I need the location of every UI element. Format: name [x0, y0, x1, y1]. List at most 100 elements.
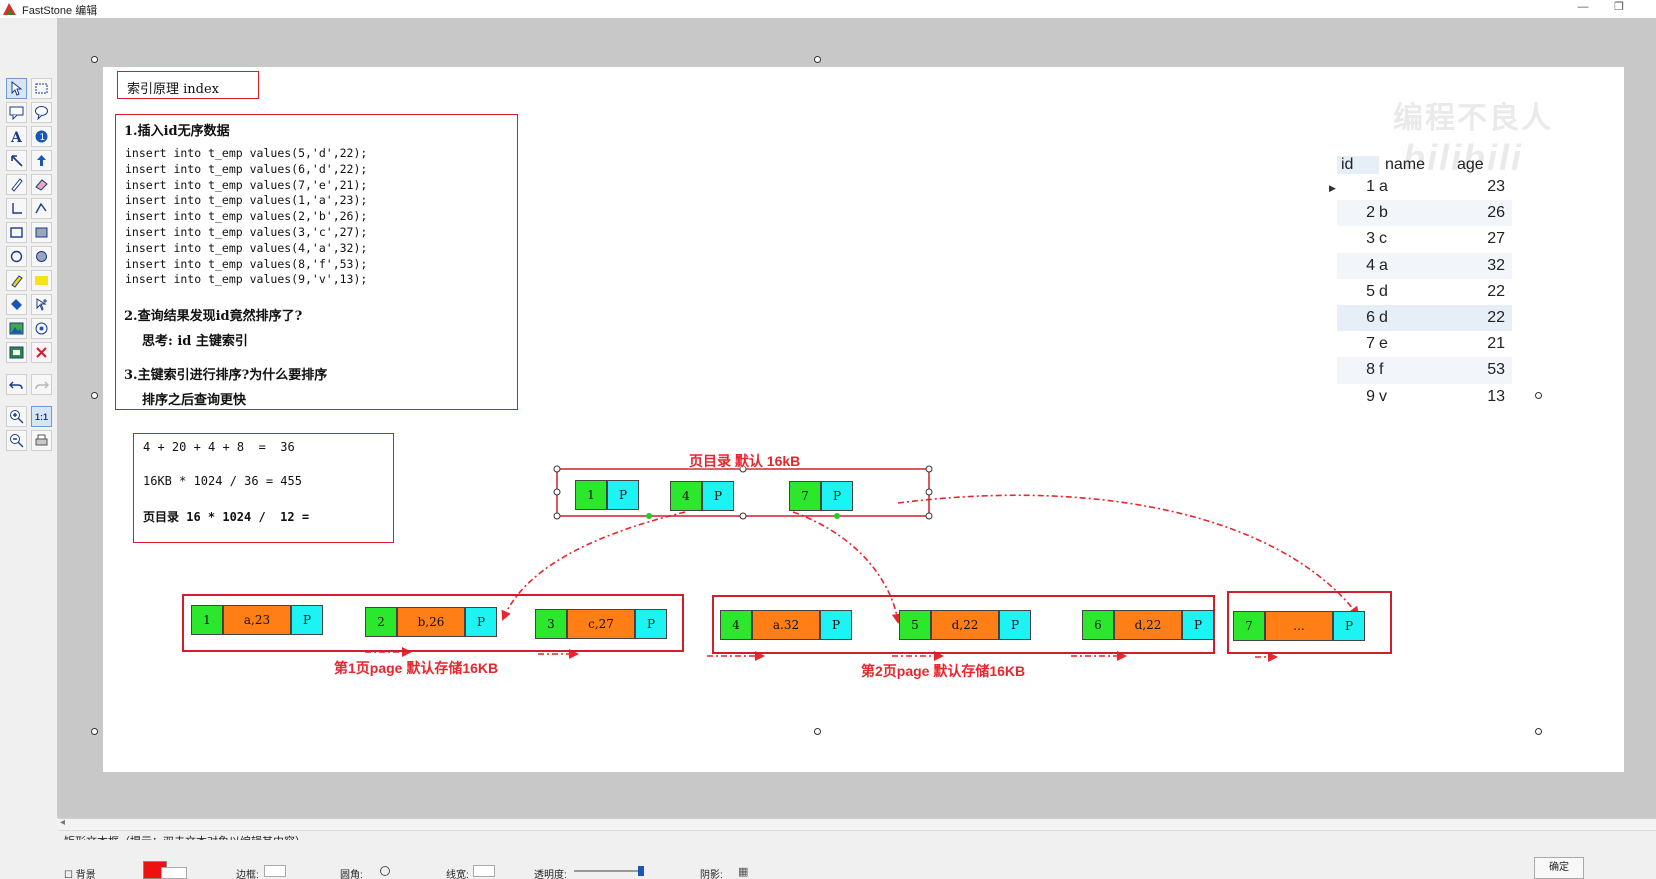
directory-entry[interactable]: 1 P: [575, 480, 639, 510]
record-node[interactable]: 3 c,27 P: [535, 609, 667, 639]
zoom-in-button[interactable]: [6, 406, 27, 427]
resize-handle[interactable]: [91, 392, 98, 399]
resize-handle[interactable]: [91, 56, 98, 63]
eraser-tool-button[interactable]: [31, 174, 52, 195]
fill-tool-button[interactable]: [6, 294, 27, 315]
opacity-slider-thumb[interactable]: [638, 866, 644, 876]
app-icon: [3, 3, 16, 15]
text-tool-button[interactable]: A: [6, 126, 27, 147]
arrow-up-tool-button[interactable]: [31, 150, 52, 171]
column-header-age[interactable]: age: [1457, 156, 1484, 173]
record-id: 4: [720, 610, 752, 640]
zoom-out-button[interactable]: [6, 430, 27, 451]
restore-button[interactable]: ❐: [1614, 1, 1624, 13]
table-row[interactable]: 7 e 21: [1337, 331, 1512, 357]
horizontal-scrollbar[interactable]: ◂: [58, 817, 1656, 831]
table-row[interactable]: 5 d 22: [1337, 279, 1512, 305]
cell-id: 9: [1366, 387, 1375, 405]
border-label: 边框:: [236, 870, 259, 879]
filled-rectangle-tool-button[interactable]: [31, 222, 52, 243]
record-pointer: P: [1333, 611, 1365, 641]
record-data: a.32: [752, 610, 820, 640]
resize-handle[interactable]: [1535, 728, 1542, 735]
insert-image-tool-button[interactable]: [6, 318, 27, 339]
rect-select-tool-button[interactable]: [31, 78, 52, 99]
round-corner-radio[interactable]: [380, 866, 390, 876]
directory-entry[interactable]: 4 P: [670, 481, 734, 511]
record-node[interactable]: 1 a,23 P: [191, 605, 323, 635]
cursor-stamp-tool-button[interactable]: [31, 294, 52, 315]
record-node[interactable]: 5 d,22 P: [899, 610, 1031, 640]
status-bar: ◂ 矩形文本框（提示：双击文本对象以编辑其内容）: [58, 817, 1656, 848]
table-row[interactable]: 6 d 22: [1337, 304, 1512, 332]
curve-tool-button[interactable]: [31, 198, 52, 219]
notes-textbox[interactable]: 1.插入id无序数据 insert into t_emp values(5,'d…: [115, 114, 518, 410]
round-corner-label: 圆角:: [340, 870, 363, 879]
table-row[interactable]: ▶ 1 a 23: [1329, 174, 1512, 200]
pen-tool-button[interactable]: [6, 174, 27, 195]
callout-tool-button[interactable]: [6, 102, 27, 123]
highlight-area-tool-button[interactable]: [31, 270, 52, 291]
shadow-grid-icon[interactable]: ▦: [738, 866, 749, 878]
scroll-left-icon[interactable]: ◂: [60, 817, 66, 828]
select-tool-button[interactable]: [6, 78, 27, 99]
calculation-textbox[interactable]: 4 + 20 + 4 + 8 = 36 16KB * 1024 / 36 = 4…: [133, 433, 394, 543]
record-node[interactable]: 4 a.32 P: [720, 610, 852, 640]
column-header-id[interactable]: id: [1337, 156, 1379, 174]
resize-handle[interactable]: [814, 728, 821, 735]
actual-size-button[interactable]: 1:1: [31, 406, 52, 427]
paint-bucket-icon: [11, 299, 22, 310]
delete-tool-button[interactable]: [31, 342, 52, 363]
table-row[interactable]: 9 v 13: [1337, 384, 1512, 410]
pointer-icon: [11, 81, 23, 96]
calc-line-1: 4 + 20 + 4 + 8 = 36: [143, 440, 295, 454]
bubble-tool-button[interactable]: [31, 102, 52, 123]
watermark-tool-button[interactable]: [31, 318, 52, 339]
record-node[interactable]: 7 ... P: [1233, 611, 1365, 641]
filled-ellipse-tool-button[interactable]: [31, 246, 52, 267]
number-tool-button[interactable]: 1: [31, 126, 52, 147]
cell-id: 4: [1366, 256, 1375, 274]
color-dropdown[interactable]: [161, 867, 187, 879]
image-page[interactable]: 编程不良人bilibili 索引原理 index 1.插入id无序数据 inse…: [103, 67, 1624, 772]
insert-line: insert into t_emp values(3,'c',27);: [125, 224, 368, 239]
title-textbox[interactable]: 索引原理 index: [117, 71, 259, 99]
border-width-stepper[interactable]: [264, 865, 286, 877]
record-node[interactable]: 6 d,22 P: [1082, 610, 1214, 640]
highlighter-tool-button[interactable]: [6, 270, 27, 291]
cell-name: c: [1379, 230, 1387, 248]
line-arrow-tool-button[interactable]: [6, 150, 27, 171]
cell-id: 5: [1366, 282, 1375, 300]
ok-button[interactable]: 确定: [1534, 857, 1584, 879]
minimize-button[interactable]: —: [1577, 1, 1589, 13]
rectangle-tool-button[interactable]: [6, 222, 27, 243]
table-row[interactable]: 2 b 26: [1337, 200, 1512, 227]
cell-age: 21: [1487, 335, 1505, 353]
canvas-workspace: 编程不良人bilibili 索引原理 index 1.插入id无序数据 inse…: [58, 18, 1656, 818]
resize-handle[interactable]: [1535, 392, 1542, 399]
background-checkbox[interactable]: ☐ 背景: [64, 870, 96, 879]
directory-entry[interactable]: 7 P: [789, 481, 853, 511]
print-button[interactable]: [31, 430, 52, 451]
table-row[interactable]: 3 c 27: [1337, 226, 1512, 252]
angle-line-tool-button[interactable]: [6, 198, 27, 219]
ellipse-filled-icon: [36, 251, 47, 262]
column-header-name[interactable]: name: [1385, 156, 1426, 173]
resize-handle[interactable]: [91, 728, 98, 735]
edge-effect-tool-button[interactable]: [6, 342, 27, 363]
line-width-stepper[interactable]: [473, 865, 495, 877]
cell-age: 22: [1487, 282, 1505, 300]
table-row[interactable]: 4 a 32: [1337, 252, 1512, 279]
table-row[interactable]: 8 f 53: [1337, 357, 1512, 384]
opacity-slider-track[interactable]: [574, 870, 644, 872]
resize-handle[interactable]: [814, 56, 821, 63]
cell-name: a: [1379, 256, 1388, 274]
record-id: 6: [1082, 610, 1114, 640]
ellipse-tool-button[interactable]: [6, 246, 27, 267]
redo-button[interactable]: [31, 374, 52, 395]
highlighter-icon: [11, 275, 23, 288]
cell-id: 8: [1366, 361, 1375, 379]
record-node[interactable]: 2 b,26 P: [365, 607, 497, 637]
undo-button[interactable]: [6, 374, 27, 395]
